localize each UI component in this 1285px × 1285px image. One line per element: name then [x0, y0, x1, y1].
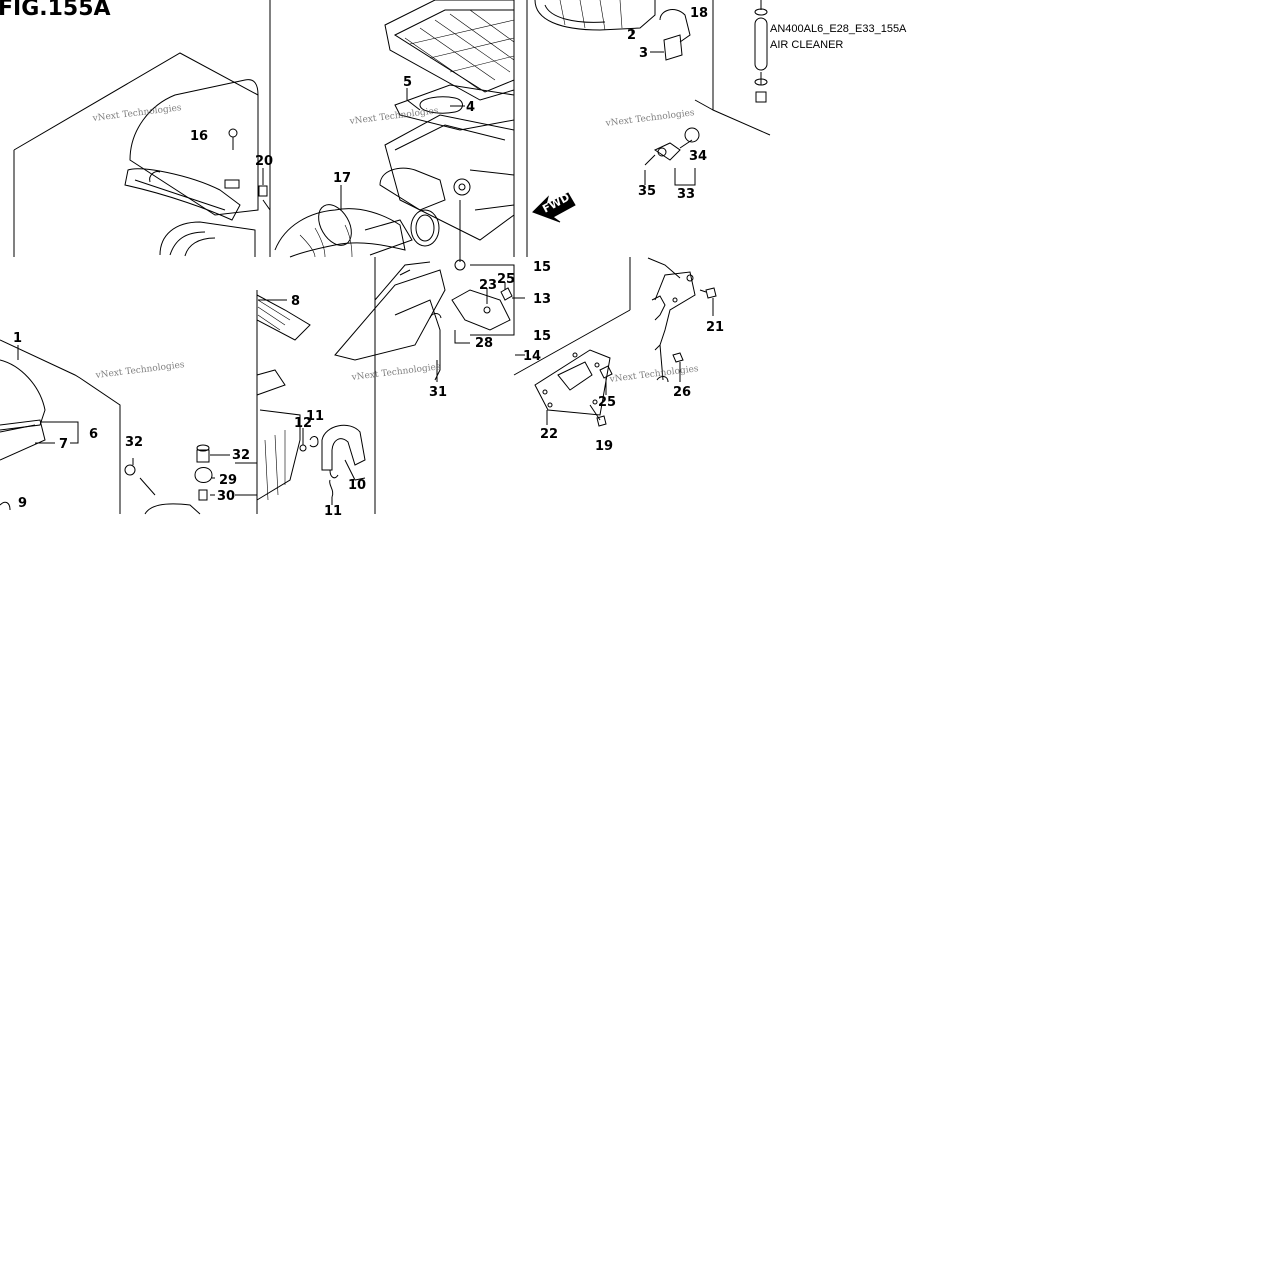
callout-17: 17	[333, 171, 351, 186]
intake-and-sensor-top-right	[534, 0, 771, 186]
center-bracket	[334, 261, 525, 382]
callout-31: 31	[429, 385, 447, 400]
watermark-6: vNext Technologies	[608, 364, 699, 385]
callout-11-upper: 11	[306, 409, 324, 424]
callout-5: 5	[403, 75, 412, 90]
callout-6: 6	[89, 427, 98, 442]
callout-11-lower: 11	[324, 504, 342, 519]
callout-35: 35	[638, 184, 656, 199]
lower-case-middle	[256, 294, 366, 505]
filter-and-case-top-middle	[274, 0, 515, 271]
callout-3: 3	[639, 46, 648, 61]
callout-33: 33	[677, 187, 695, 202]
callout-labels: 1 2 3 4 5 6 7 8 9 10 11 11 12 13 14 15 1…	[13, 6, 724, 519]
callout-10: 10	[348, 478, 366, 493]
callout-29: 29	[219, 473, 237, 488]
watermarks: vNext Technologies vNext Technologies vN…	[91, 103, 699, 385]
callout-16: 16	[190, 129, 208, 144]
callout-25-upper: 25	[497, 272, 515, 287]
callout-30: 30	[217, 489, 235, 504]
callout-7: 7	[59, 437, 68, 452]
callout-28: 28	[475, 336, 493, 351]
callout-15-upper: 15	[533, 260, 551, 275]
figure-code: AN400AL6_E28_E33_155A	[770, 23, 907, 35]
callout-15-lower: 15	[533, 329, 551, 344]
callout-14: 14	[523, 349, 541, 364]
callout-19: 19	[595, 439, 613, 454]
callout-18: 18	[690, 6, 708, 21]
callout-2: 2	[627, 28, 636, 43]
callout-22: 22	[540, 427, 558, 442]
callout-9: 9	[18, 496, 27, 511]
callout-23: 23	[479, 278, 497, 293]
cover-assembly-top-left	[13, 52, 271, 257]
watermark-1: vNext Technologies	[91, 103, 182, 124]
callout-1: 1	[13, 331, 22, 346]
callout-25-lower: 25	[598, 395, 616, 410]
callout-32-right: 32	[232, 448, 250, 463]
callout-34: 34	[689, 149, 707, 164]
callout-4: 4	[466, 100, 475, 115]
figure-title: FIG.155A	[0, 0, 111, 21]
watermark-2: vNext Technologies	[348, 106, 439, 127]
callout-20: 20	[255, 154, 273, 169]
callout-21: 21	[706, 320, 724, 335]
figure-name: AIR CLEANER	[770, 39, 844, 51]
watermark-5: vNext Technologies	[350, 362, 441, 383]
lower-cover-middle-left	[0, 339, 258, 515]
fwd-arrow-shape	[532, 192, 576, 223]
watermark-3: vNext Technologies	[604, 108, 695, 129]
plate-and-bracket-lower-right	[513, 257, 717, 427]
callout-13: 13	[533, 292, 551, 307]
callout-12: 12	[294, 416, 312, 431]
callout-8: 8	[291, 294, 300, 309]
callout-26: 26	[673, 385, 691, 400]
figure-info: AN400AL6_E28_E33_155A AIR CLEANER	[770, 21, 906, 53]
watermark-4: vNext Technologies	[94, 360, 185, 381]
callout-32-left: 32	[125, 435, 143, 450]
